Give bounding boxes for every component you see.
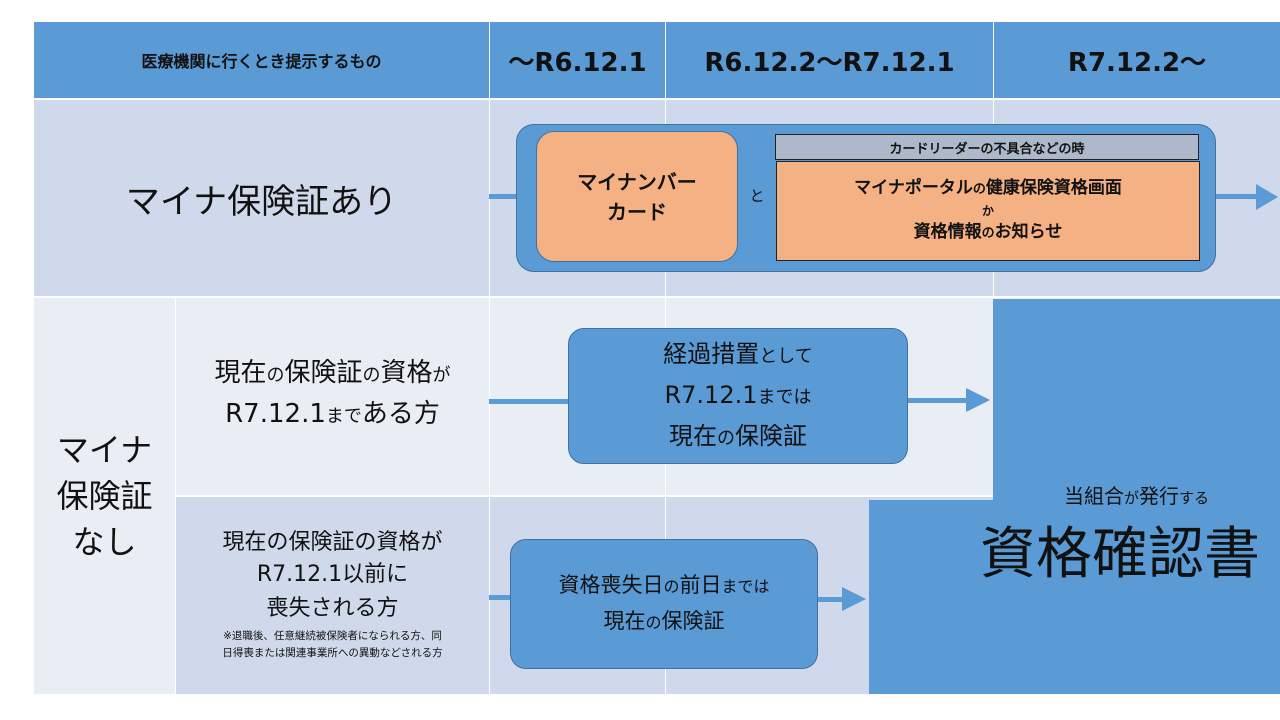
- loss-text-until: までは: [721, 577, 770, 596]
- loss-text-date: 資格喪失日: [558, 573, 664, 597]
- sub1-text-current: 現在: [214, 358, 267, 388]
- transitional-text-until: までは: [757, 386, 812, 408]
- sub1-text-date: R7.12.1: [225, 399, 326, 429]
- and-connector-text: と: [749, 186, 765, 205]
- row-mynacard-label-text: マイナ保険証あり: [125, 181, 398, 222]
- sub1-arrow-lead: [489, 399, 571, 404]
- header-col-item-label: 医療機関に行くとき提示するもの: [141, 52, 382, 71]
- loss-text-no2: の: [645, 613, 662, 632]
- header-col-period1-label: ～R6.12.1: [508, 47, 647, 78]
- loss-line1: 資格喪失日の前日までは: [558, 568, 769, 604]
- loss-text-prev: 前日: [679, 573, 722, 597]
- header-col-period2: R6.12.2～R7.12.1: [665, 22, 993, 98]
- mynumber-card-line2: カード: [607, 199, 667, 224]
- row-mynacard-arrow-lead: [489, 194, 517, 199]
- sub2-line1: 現在の保険証の資格が: [222, 530, 443, 555]
- certificate-box-top: [993, 299, 1280, 509]
- or-text: か: [981, 204, 994, 218]
- notice-text-c: お知らせ: [994, 222, 1063, 242]
- reader-note-bar: カードリーダーの不具合などの時: [775, 134, 1199, 160]
- certificate-title-text: 資格確認書: [980, 522, 1260, 587]
- notice-text-a: 資格情報: [913, 222, 982, 242]
- row-none-label-line3: なし: [72, 523, 137, 561]
- loss-arrow-out: [818, 597, 846, 602]
- loss-text-no: の: [663, 577, 680, 596]
- loss-text-current: 現在: [603, 609, 646, 633]
- transitional-text-insurance: 保険証: [735, 421, 807, 450]
- header-col-period3: R7.12.2～: [993, 22, 1280, 98]
- row-none-label-bg: [34, 298, 175, 694]
- arrow-head-icon: [966, 388, 990, 412]
- portal-notice-box: マイナポータルの健康保険資格画面 か 資格情報のお知らせ: [776, 161, 1200, 261]
- header-col-period2-label: R6.12.2～R7.12.1: [704, 47, 955, 78]
- arrow-head-icon: [1256, 184, 1278, 210]
- certificate-text-issue: 発行: [1139, 484, 1179, 508]
- portal-text-b: の: [972, 182, 986, 197]
- sub1-label: 現在の保険証の資格が R7.12.1まである方: [176, 340, 489, 450]
- row-mynacard-arrow-out: [1216, 194, 1260, 199]
- sub1-text-no1: の: [266, 365, 285, 386]
- row-none-col-div-1: [489, 298, 490, 694]
- certificate-caption: 当組合が発行する: [993, 480, 1280, 510]
- row-none-label: マイナ 保険証 なし: [34, 298, 175, 694]
- reader-note-text: カードリーダーの不具合などの時: [889, 141, 1085, 157]
- sub2-arrow-lead: [489, 595, 513, 600]
- notice-line: 資格情報のお知らせ: [914, 219, 1063, 247]
- transitional-line2: R7.12.1までは: [664, 376, 811, 417]
- sub1-text-qualification: 資格: [380, 358, 433, 388]
- transitional-text-as: として: [759, 345, 813, 367]
- sub2-note1: ※退職後、任意継続被保険者になられる方、同: [223, 630, 442, 642]
- row-none-col-div-2: [665, 298, 666, 694]
- certificate-text-union: 当組合: [1063, 484, 1124, 508]
- portal-text-a: マイナポータル: [854, 178, 973, 198]
- row-none-label-line1: マイナ: [56, 431, 153, 469]
- sub2-line3: 喪失される方: [266, 596, 399, 621]
- sub2-line2: R7.12.1以前に: [256, 562, 409, 587]
- mynumber-card-box: マイナンバー カード: [536, 131, 738, 262]
- sub1-text-no2: の: [362, 365, 381, 386]
- certificate-title: 資格確認書: [960, 515, 1280, 595]
- certificate-box-bottom: [869, 500, 1280, 694]
- sub1-text-ga: が: [432, 365, 451, 386]
- transitional-arrow-out: [908, 398, 970, 403]
- row-none-label-line2: 保険証: [56, 477, 153, 515]
- transitional-text-current: 現在: [669, 421, 717, 450]
- row-none-vdiv: [175, 298, 176, 694]
- and-connector: と: [740, 180, 774, 210]
- transitional-text-date: R7.12.1: [664, 380, 758, 409]
- sub2-label: 現在の保険証の資格が R7.12.1以前に 喪失される方 ※退職後、任意継続被保…: [176, 514, 489, 674]
- row-mynacard-label: マイナ保険証あり: [34, 100, 489, 296]
- transitional-line1: 経過措置として: [663, 335, 812, 376]
- header-col-item: 医療機関に行くとき提示するもの: [34, 22, 489, 98]
- transitional-box: 経過措置として R7.12.1までは 現在の保険証: [568, 328, 908, 464]
- portal-text-c: 健康保険資格画面: [985, 178, 1122, 198]
- sub1-text-person: ある方: [361, 399, 440, 429]
- sub2-note2: 日得喪または関連事業所への異動などされる方: [222, 647, 443, 659]
- transitional-text-measure: 経過措置: [663, 339, 760, 368]
- arrow-head-icon: [842, 587, 866, 611]
- sub1-text-insurance: 保険証: [284, 358, 363, 388]
- sub1-line2: R7.12.1まである方: [225, 395, 440, 436]
- transitional-line3: 現在の保険証: [669, 417, 807, 458]
- notice-text-b: の: [981, 226, 995, 241]
- certificate-text-ga: が: [1123, 489, 1139, 507]
- portal-line: マイナポータルの健康保険資格画面: [854, 175, 1122, 203]
- loss-date-box: 資格喪失日の前日までは 現在の保険証: [510, 539, 818, 669]
- sub1-text-made: まで: [325, 406, 362, 427]
- header-col-period3-label: R7.12.2～: [1067, 47, 1207, 78]
- certificate-text-suru: する: [1179, 489, 1210, 507]
- mynumber-card-line1: マイナンバー: [577, 169, 697, 194]
- header-col-period1: ～R6.12.1: [489, 22, 665, 98]
- loss-text-insurance: 保険証: [661, 609, 725, 633]
- transitional-text-no: の: [717, 427, 735, 449]
- sub1-line1: 現在の保険証の資格が: [214, 354, 450, 395]
- loss-line2: 現在の保険証: [603, 604, 724, 640]
